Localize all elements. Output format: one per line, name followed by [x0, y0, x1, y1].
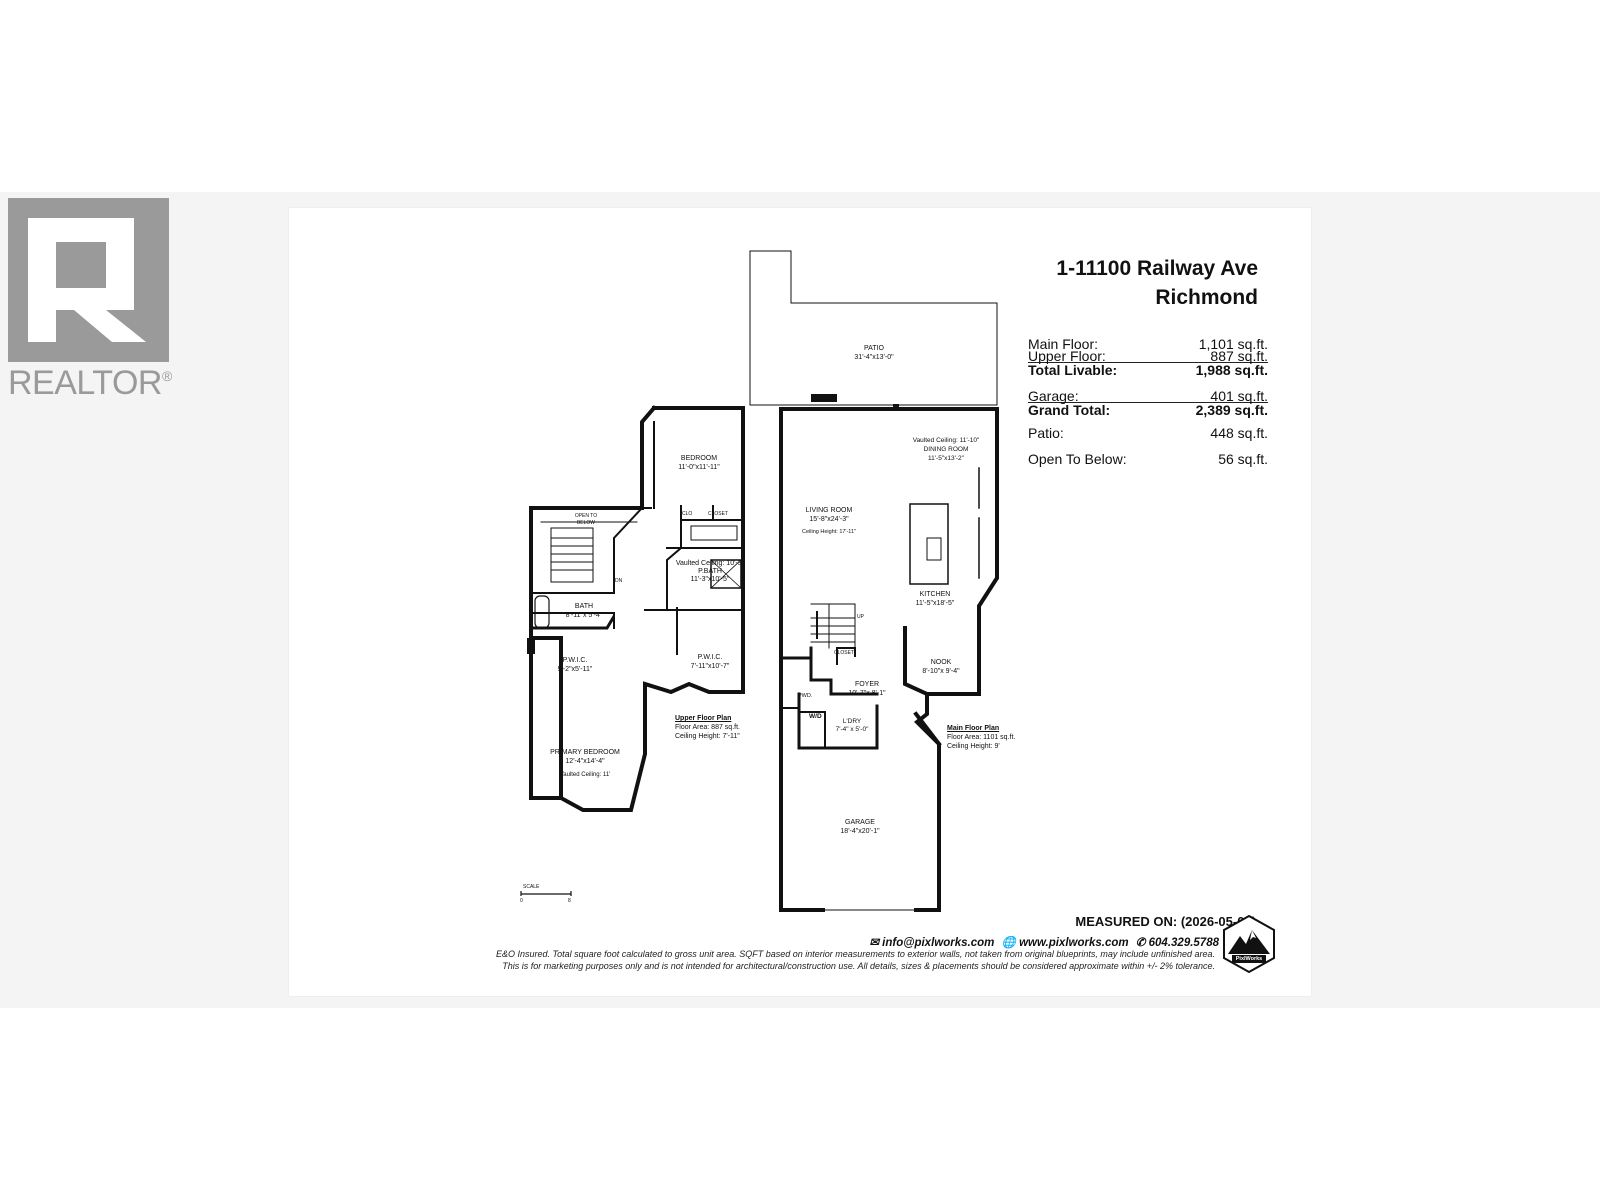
upper-floor-caption: Upper Floor Plan Floor Area: 887 sq.ft. …	[675, 715, 740, 740]
room-pwd: PWD.	[798, 693, 813, 699]
area-total-livable: Total Livable:1,988 sq.ft.	[1028, 362, 1268, 378]
room-clo: CLO	[682, 511, 693, 517]
realtor-logo: REALTOR®	[8, 198, 192, 403]
pixlworks-badge: PixlWorks	[1220, 914, 1278, 974]
scale-end: 8	[568, 898, 571, 904]
globe-icon: 🌐	[1001, 937, 1016, 949]
area-grand-total: Grand Total:2,389 sq.ft.	[1028, 402, 1268, 418]
room-pwic-1: P.W.I.C.9'-2"x5'-11"	[557, 657, 593, 673]
email-icon: ✉	[869, 937, 879, 949]
scale-label: SCALE	[523, 884, 540, 890]
room-wd: W/D	[809, 713, 822, 720]
mountain-icon	[1223, 914, 1275, 974]
contact-phone: 604.329.5788	[1148, 937, 1219, 949]
area-open-to-below: Open To Below:56 sq.ft.	[1028, 451, 1268, 467]
address-line-1: 1-11100 Railway Ave	[1056, 257, 1258, 280]
room-closet-upper: CLOSET	[708, 511, 729, 517]
address-line-2: Richmond	[1155, 286, 1258, 309]
contact-line: ✉ info@pixlworks.com 🌐 www.pixlworks.com…	[869, 935, 1219, 949]
area-summary: Main Floor:1,101 sq.ft. Upper Floor:887 …	[1028, 336, 1268, 472]
floor-plan-drawing	[520, 250, 999, 912]
phone-icon: ✆	[1135, 937, 1146, 949]
area-garage: Garage:401 sq.ft.	[1028, 388, 1268, 404]
disclaimer-line-2: This is for marketing purposes only and …	[502, 961, 1215, 971]
area-main-floor: Main Floor:1,101 sq.ft.	[1028, 336, 1268, 352]
stairs-dn-label: DN	[615, 578, 623, 584]
area-patio: Patio:448 sq.ft.	[1028, 425, 1268, 441]
contact-website[interactable]: www.pixlworks.com	[1019, 937, 1129, 949]
room-closet-main: CLOSET	[834, 650, 855, 656]
measured-on: MEASURED ON: (2026-05-04)	[1075, 914, 1256, 929]
main-floor-caption: Main Floor Plan Floor Area: 1101 sq.ft. …	[947, 725, 1016, 750]
disclaimer-line-1: E&O Insured. Total square foot calculate…	[495, 949, 1215, 959]
realtor-r-icon	[8, 198, 169, 362]
area-upper-floor: Upper Floor:887 sq.ft.	[1028, 348, 1268, 364]
scale-start: 0	[520, 898, 523, 904]
room-pwic-2: P.W.I.C.7'-11"x10'-7"	[690, 654, 730, 670]
contact-email[interactable]: info@pixlworks.com	[882, 937, 995, 949]
stairs-up-label: UP	[857, 614, 864, 620]
realtor-wordmark: REALTOR®	[8, 364, 172, 402]
badge-text: PixlWorks	[1235, 956, 1263, 962]
